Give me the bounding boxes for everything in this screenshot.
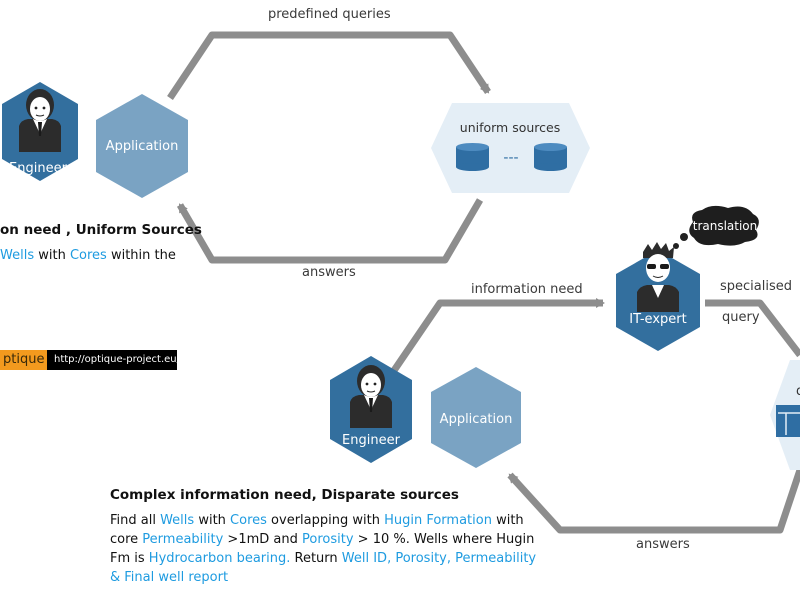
bottom-engineer-label: Engineer <box>342 433 401 448</box>
text-fragment: with <box>194 513 231 528</box>
highlighted-term: Hydrocarbon bearing. <box>148 551 291 566</box>
description-line: & Final well report <box>110 568 550 587</box>
highlighted-term: Cores <box>230 513 267 528</box>
text-fragment: Fm is <box>110 551 149 566</box>
disparate-sources-label: d <box>796 384 800 399</box>
highlighted-term: Cores <box>69 248 107 263</box>
specialised-query-arrow <box>705 299 800 358</box>
top-engineer-node: Engineer <box>2 82 78 181</box>
top-answers-arrow <box>176 198 484 264</box>
predefined-queries-label: predefined queries <box>268 7 391 22</box>
text-fragment: core <box>110 532 143 547</box>
disparate-sources-node: d <box>770 360 800 470</box>
highlighted-term: Well ID, Porosity, Permeability <box>341 551 537 566</box>
bottom-answers-label: answers <box>636 537 690 552</box>
top-description-heading: on need , Uniform Sources <box>0 222 202 238</box>
it-expert-label: IT-expert <box>629 312 686 327</box>
text-fragment: Find all <box>110 513 161 528</box>
highlighted-term: Wells <box>0 248 35 263</box>
top-answers-label: answers <box>302 265 356 280</box>
information-need-arrow <box>390 298 605 374</box>
text-fragment: with <box>491 513 524 528</box>
text-fragment: >1mD and <box>223 532 302 547</box>
it-expert-person-icon <box>637 242 679 312</box>
top-engineer-label: Engineer <box>9 161 68 176</box>
it-expert-node: IT-expert <box>616 242 700 351</box>
highlighted-term: Wells <box>160 513 195 528</box>
description-line: core Permeability >1mD and Porosity > 10… <box>110 530 550 549</box>
engineer-person-icon <box>19 89 61 152</box>
footer-url[interactable]: http://optique-project.eu/ <box>54 354 180 365</box>
top-description: on need , Uniform Sources Wells with Cor… <box>0 222 230 265</box>
top-predefined-queries-arrow <box>167 31 491 100</box>
text-fragment: within the <box>106 248 176 263</box>
engineer-person-icon <box>350 365 392 428</box>
translation-thought-bubble: translation <box>673 205 759 249</box>
table-icon <box>776 405 800 437</box>
description-line: Find all Wells with Cores overlapping wi… <box>110 511 550 530</box>
highlighted-term: Porosity <box>302 532 354 547</box>
text-fragment: > 10 %. Wells where Hugin <box>353 532 535 547</box>
uniform-sources-node: uniform sources --- <box>431 103 590 193</box>
description-line: Fm is Hydrocarbon bearing. Return Well I… <box>110 549 550 568</box>
bottom-description-heading: Complex information need, Disparate sour… <box>110 487 459 503</box>
bottom-description-body: Find all Wells with Cores overlapping wi… <box>110 511 550 587</box>
bottom-engineer-node: Engineer <box>330 356 412 463</box>
sources-ellipsis: --- <box>503 150 518 166</box>
highlighted-term: Hugin Formation <box>384 513 492 528</box>
highlighted-term: Permeability <box>142 532 224 547</box>
text-fragment: Return <box>290 551 342 566</box>
top-application-node: Application <box>96 94 188 198</box>
text-fragment: overlapping with <box>266 513 385 528</box>
query-label: query <box>722 310 760 325</box>
specialised-label: specialised <box>720 279 792 294</box>
uniform-sources-label: uniform sources <box>460 120 560 135</box>
database-icon <box>534 143 567 171</box>
bottom-application-label: Application <box>440 412 513 427</box>
bottom-answers-arrow <box>507 468 800 534</box>
database-icon <box>456 143 489 171</box>
bottom-application-node: Application <box>431 367 521 468</box>
top-application-label: Application <box>106 139 179 154</box>
optique-logo: ptique <box>0 350 48 370</box>
bottom-description: Complex information need, Disparate sour… <box>110 487 550 587</box>
translation-label: translation <box>693 219 758 233</box>
highlighted-term: & Final well report <box>110 570 229 585</box>
text-fragment: with <box>34 248 70 263</box>
information-need-label: information need <box>471 282 583 297</box>
top-description-body: Wells with Cores within the <box>0 246 230 265</box>
